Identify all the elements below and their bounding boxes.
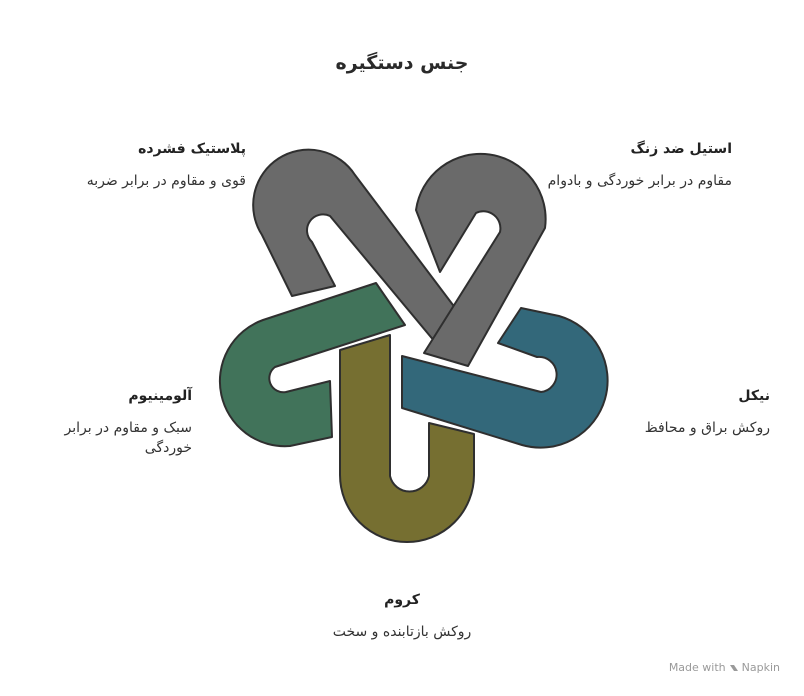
napkin-brand-text: Napkin	[741, 661, 780, 674]
chrome-link	[339, 334, 475, 543]
label-chrome: کروم روکش بازتابنده و سخت	[252, 592, 552, 642]
napkin-icon	[729, 664, 738, 671]
label-nickel: نیکل روکش براق و محافظ	[594, 388, 770, 438]
aluminium-link	[218, 282, 406, 448]
label-aluminium-title: آلومینیوم	[128, 388, 192, 404]
label-aluminium-desc: سبک و مقاوم در برابر خوردگی	[64, 420, 192, 456]
label-plastic-title: پلاستیک فشرده	[138, 141, 246, 157]
plastic-link	[252, 148, 460, 343]
label-plastic-desc: قوی و مقاوم در برابر ضربه	[86, 173, 246, 189]
label-nickel-desc: روکش براق و محافظ	[644, 420, 770, 436]
label-chrome-title: کروم	[384, 592, 420, 608]
label-nickel-title: نیکل	[738, 388, 770, 404]
made-with-napkin[interactable]: Made with Napkin	[669, 661, 780, 674]
nickel-link	[401, 307, 609, 449]
label-chrome-desc: روکش بازتابنده و سخت	[332, 624, 472, 640]
label-plastic: پلاستیک فشرده قوی و مقاوم در برابر ضربه	[60, 141, 246, 191]
diagram-title: جنس دستگیره	[335, 52, 469, 74]
label-steel: استیل ضد زنگ مقاوم در برابر خوردگی و باد…	[540, 141, 732, 191]
label-aluminium: آلومینیوم سبک و مقاوم در برابر خوردگی	[20, 388, 192, 458]
label-steel-desc: مقاوم در برابر خوردگی و بادوام	[547, 173, 732, 189]
made-with-text: Made with	[668, 661, 726, 674]
label-steel-title: استیل ضد زنگ	[630, 141, 732, 157]
steel-link	[415, 152, 547, 367]
